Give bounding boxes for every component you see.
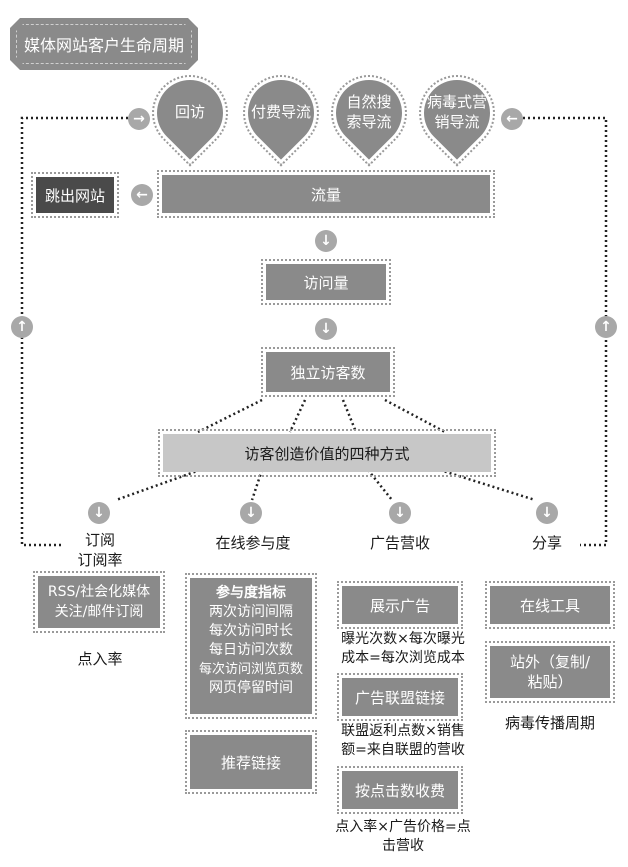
arrow-down-icon: ↓ xyxy=(315,230,337,252)
display-ads-box: 展示广告 xyxy=(337,581,463,629)
subscribe-label: 订阅 xyxy=(84,531,115,549)
way-engagement: 在线参与度 xyxy=(215,534,291,552)
title-plate-border xyxy=(16,24,192,64)
right-loop-line xyxy=(508,116,608,547)
arrow-down-icon: ↓ xyxy=(536,502,558,524)
engagement-metric: 每次访问时长 xyxy=(209,623,293,639)
traffic-box: 流量 xyxy=(157,170,495,218)
unique-visitors-box: 独立访客数 xyxy=(261,347,395,397)
offsite-box: 站外（复制/ 粘贴） xyxy=(485,641,615,703)
source-organic: 自然搜 索导流 xyxy=(315,59,423,167)
online-tools-box: 在线工具 xyxy=(485,581,615,629)
engagement-metric: 每次访问浏览页数 xyxy=(198,662,303,677)
way-subscribe: 订阅 订阅率 xyxy=(58,530,142,570)
way-ad-revenue: 广告营收 xyxy=(369,534,430,552)
arrow-left-icon: ← xyxy=(501,108,523,130)
engagement-heading: 参与度指标 xyxy=(216,585,286,601)
source-viral: 病毒式营 销导流 xyxy=(403,59,511,167)
arrow-down-icon: ↓ xyxy=(389,502,411,524)
visits-box: 访问量 xyxy=(261,259,391,305)
source-label: 病毒式营 销导流 xyxy=(426,93,487,131)
engagement-metric: 网页停留时间 xyxy=(209,680,293,696)
arrow-left-icon: ← xyxy=(131,184,153,206)
source-paid: 付费导流 xyxy=(227,59,335,167)
four-ways-box: 访客创造价值的四种方式 xyxy=(158,429,496,477)
affiliate-links-box: 广告联盟链接 xyxy=(337,673,463,721)
display-ads-formula: 曝光次数×每次曝光 成本=每次浏览成本 xyxy=(341,631,465,666)
arrow-up-icon: ↑ xyxy=(595,316,617,338)
engagement-box: 参与度指标 两次访问间隔 每次访问时长 每日访问次数 每次访问浏览页数 网页停留… xyxy=(185,573,317,719)
engagement-metric: 两次访问间隔 xyxy=(209,604,293,620)
click-rate-label: 点入率 xyxy=(77,650,123,668)
affiliate-formula: 联盟返利点数×销售 额=来自联盟的营收 xyxy=(341,723,465,758)
arrow-right-icon: → xyxy=(128,108,150,130)
subscribe-rate-label: 订阅率 xyxy=(77,551,123,569)
bounce-box: 跳出网站 xyxy=(31,172,119,218)
arrow-down-icon: ↓ xyxy=(315,318,337,340)
engagement-metric: 每日访问次数 xyxy=(209,642,293,658)
source-label: 自然搜 索导流 xyxy=(346,93,392,131)
arrow-down-icon: ↓ xyxy=(88,502,110,524)
source-revisit: 回访 xyxy=(136,59,244,167)
referral-links-box: 推荐链接 xyxy=(185,730,317,794)
source-label: 付费导流 xyxy=(250,103,311,121)
way-share: 分享 xyxy=(531,534,562,552)
cpc-formula: 点入率×广告价格=点 击营收 xyxy=(335,819,471,854)
subscribe-box: RSS/社会化媒体 关注/邮件订阅 xyxy=(33,571,165,633)
arrow-down-icon: ↓ xyxy=(240,502,262,524)
cpc-box: 按点击数收费 xyxy=(337,766,463,814)
source-label: 回访 xyxy=(174,103,205,121)
arrow-up-icon: ↑ xyxy=(11,316,33,338)
diagram-title: 媒体网站客户生命周期 xyxy=(23,36,184,55)
viral-cycle-label: 病毒传播周期 xyxy=(504,714,595,732)
diagram-title-plate: 媒体网站客户生命周期 xyxy=(10,18,198,70)
